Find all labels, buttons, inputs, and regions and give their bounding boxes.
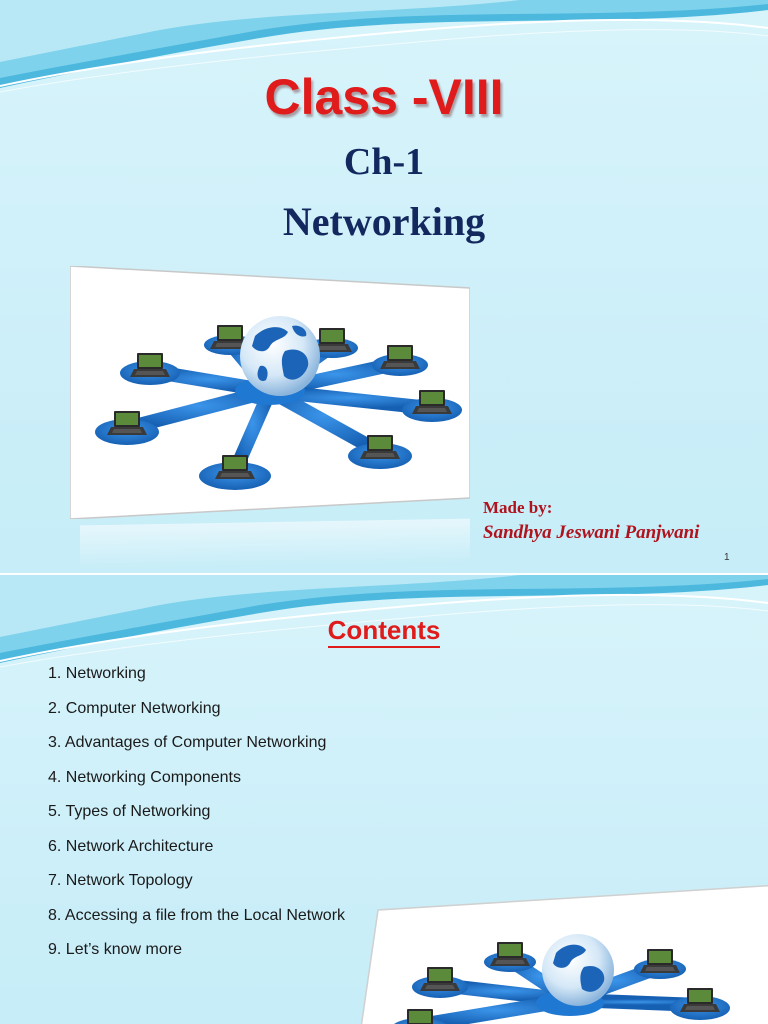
wave-decoration	[0, 575, 768, 668]
author-name: Sandhya Jeswani Panjwani	[483, 522, 700, 543]
list-item: 2. Computer Networking	[48, 699, 221, 717]
network-diagram-image	[360, 885, 768, 1024]
contents-slide: Contents 1. Networking 2. Computer Netwo…	[0, 575, 768, 1024]
list-item: 8. Accessing a file from the Local Netwo…	[48, 906, 346, 924]
list-item: 3. Advantages of Computer Networking	[48, 734, 327, 751]
chapter-title: Ch-1	[343, 141, 425, 183]
list-item: 4. Networking Components	[48, 768, 241, 786]
list-item: 1. Networking	[48, 665, 146, 682]
contents-heading-text: Contents	[327, 615, 441, 648]
list-item: 7. Network Topology	[48, 872, 193, 889]
contents-list: 1. Networking 2. Computer Networking 3. …	[48, 663, 345, 974]
list-item: 6. Network Architecture	[48, 837, 214, 855]
list-item: 9. Let’s know more	[48, 941, 182, 958]
class-title: Class -VIII	[264, 69, 504, 125]
image-reflection	[80, 518, 470, 571]
page-number: 1	[724, 552, 730, 563]
contents-heading: Contents	[0, 615, 768, 648]
wave-decoration	[0, 0, 768, 93]
title-slide: Class -VIII Ch-1 Networking	[0, 0, 768, 573]
topic-title: Networking	[282, 199, 486, 244]
made-by-label: Made by:	[483, 498, 553, 517]
network-diagram-image	[70, 266, 470, 519]
list-item: 5. Types of Networking	[48, 803, 211, 820]
